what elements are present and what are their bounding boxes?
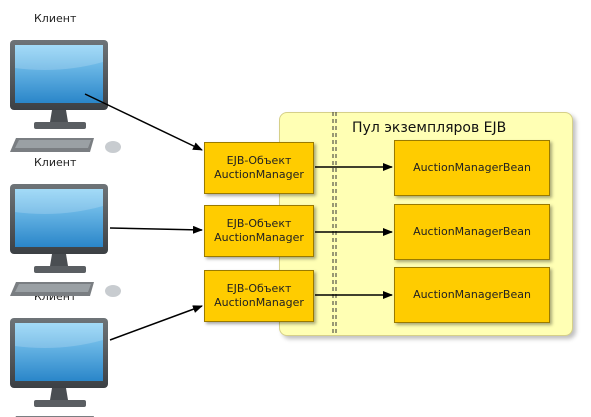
bean-box: AuctionManagerBean xyxy=(394,204,550,260)
ejb-object-line2: AuctionManager xyxy=(214,231,304,244)
bean-box: AuctionManagerBean xyxy=(394,140,550,196)
desktop-computer-icon xyxy=(10,318,121,417)
client-label: Клиент xyxy=(34,156,77,169)
bean-label: AuctionManagerBean xyxy=(413,225,531,238)
client-label: Клиент xyxy=(34,12,77,25)
ejb-object-line1: EJB-Объект xyxy=(226,282,292,295)
client-to-ejb-arrow xyxy=(109,305,203,341)
ejb-object-line1: EJB-Объект xyxy=(226,154,292,167)
desktop-computer-icon xyxy=(10,40,121,153)
bean-label: AuctionManagerBean xyxy=(413,288,531,301)
ejb-object-box: EJB-Объект AuctionManager xyxy=(204,270,314,322)
ejb-object-box: EJB-Объект AuctionManager xyxy=(204,205,314,257)
client-to-ejb-arrow xyxy=(109,225,203,234)
bean-box: AuctionManagerBean xyxy=(394,267,550,323)
ejb-object-box: EJB-Объект AuctionManager xyxy=(204,142,314,194)
bean-label: AuctionManagerBean xyxy=(413,161,531,174)
desktop-computer-icon xyxy=(10,184,121,297)
ejb-object-line1: EJB-Объект xyxy=(226,217,292,230)
client-to-ejb-arrow xyxy=(84,93,203,151)
pool-title: Пул экземпляров EJB xyxy=(352,120,507,136)
ejb-object-line2: AuctionManager xyxy=(214,168,304,181)
ejb-object-line2: AuctionManager xyxy=(214,296,304,309)
